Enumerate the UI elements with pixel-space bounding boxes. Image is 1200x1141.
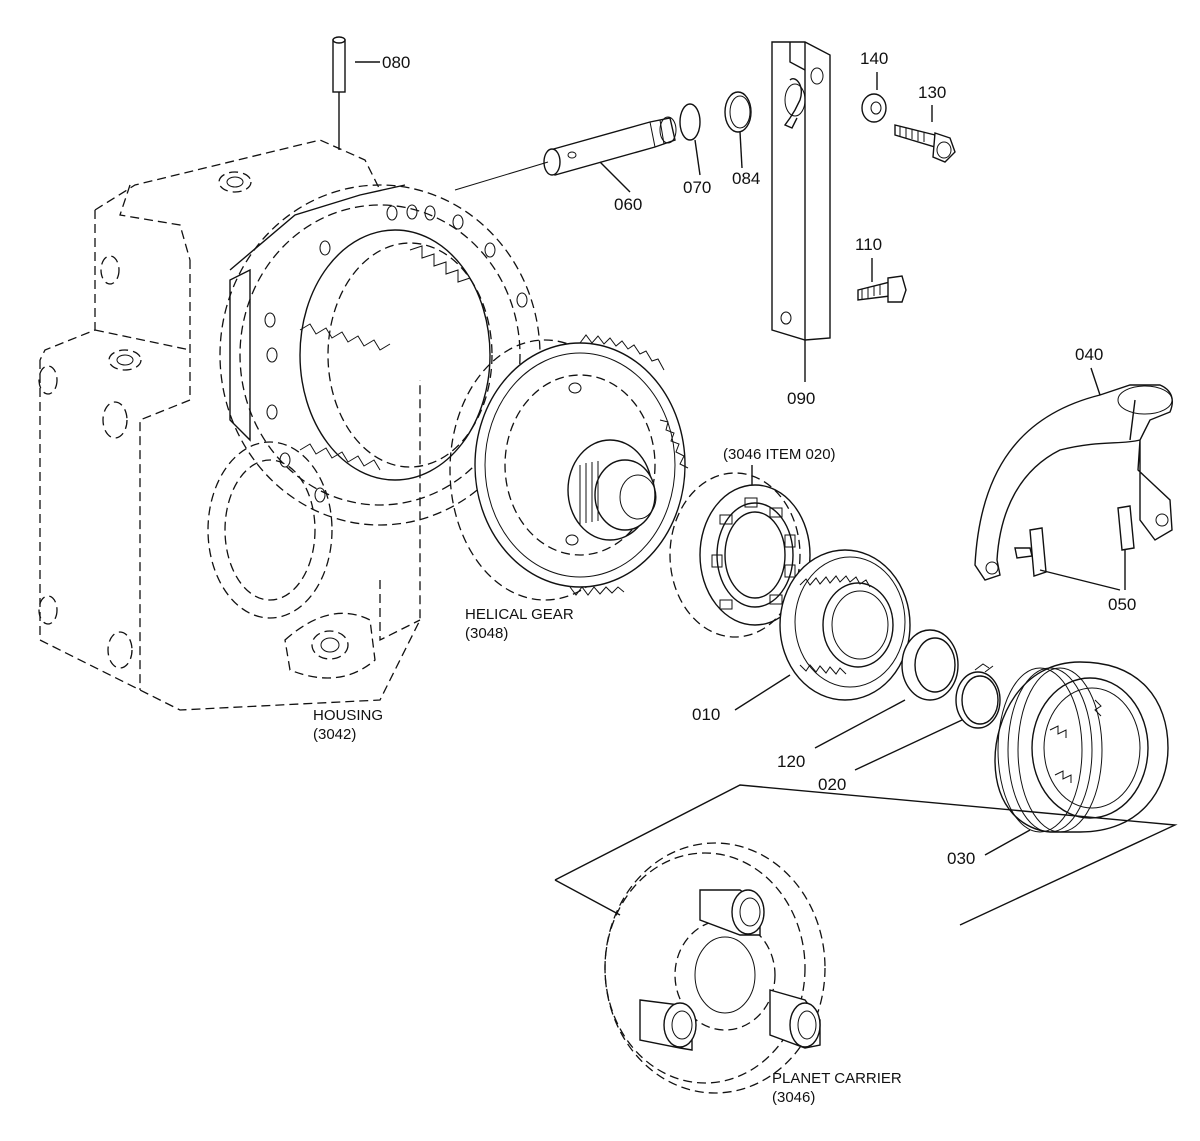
planet-pin-top [699,889,765,936]
callout-080: 080 [382,53,410,72]
leader-lines [338,61,1126,856]
caption-bearing-ref: (3046 ITEM 020) [723,446,836,463]
part-090-arm [771,41,831,341]
part-130-capscrew [894,124,956,163]
callout-120: 120 [777,752,805,771]
callout-084: 084 [732,169,760,188]
part-120-shim [901,629,959,701]
callout-140: 140 [860,49,888,68]
callout-060: 060 [614,195,642,214]
ring-gear [219,184,541,526]
helical-gear [449,334,689,601]
part-030-sleeve [994,661,1169,833]
caption-housing-ref: (3042) [313,726,356,743]
part-140-washer [861,93,887,123]
part-010-hub [779,549,911,701]
callout-050: 050 [1108,595,1136,614]
callout-090: 090 [787,389,815,408]
part-080-pin [332,36,346,93]
planet-pin-left [639,999,697,1051]
callout-070: 070 [683,178,711,197]
part-110-bolt [857,275,907,303]
caption-housing-name: HOUSING [313,707,383,724]
caption-helical-gear-name: HELICAL GEAR [465,606,574,623]
callout-010: 010 [692,705,720,724]
planet-carrier [554,784,1178,1094]
part-070-oring [679,103,701,141]
housing-part [38,139,421,711]
part-020-snap-ring [955,663,1001,729]
part-060-shaft [543,116,677,176]
callout-130: 130 [918,83,946,102]
caption-helical-gear-ref: (3048) [465,625,508,642]
bearing [669,472,811,638]
callout-030: 030 [947,849,975,868]
part-040-shift-fork [974,384,1173,581]
caption-planet-carrier-name: PLANET CARRIER [772,1070,902,1087]
callout-040: 040 [1075,345,1103,364]
callout-110: 110 [855,235,882,254]
part-084-circlip [724,91,752,133]
planet-pin-right [769,989,821,1049]
part-050-blocks [1014,505,1135,577]
caption-planet-carrier-ref: (3046) [772,1089,815,1106]
callout-020: 020 [818,775,846,794]
